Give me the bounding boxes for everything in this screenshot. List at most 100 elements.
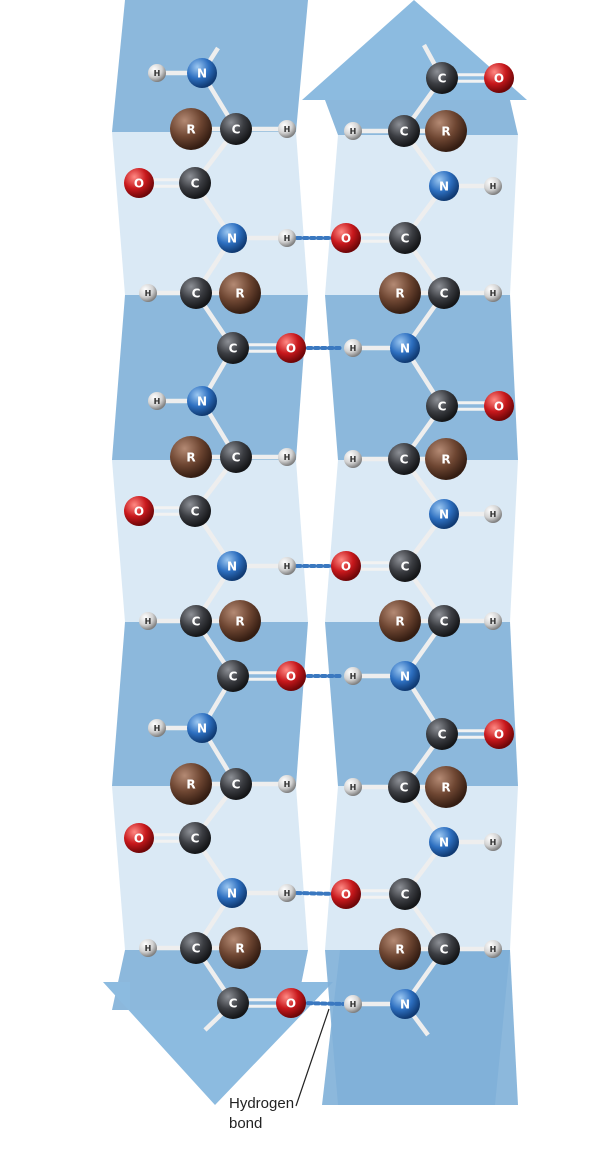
hydrogen-atom: H (484, 833, 502, 851)
carbon-atom-label: C (191, 177, 200, 191)
nitrogen-atom: N (429, 827, 459, 857)
carbon-atom-label: C (440, 943, 449, 957)
carbon-atom-sphere (179, 167, 211, 199)
oxygen-atom-sphere (484, 391, 514, 421)
oxygen-atom-sphere (331, 551, 361, 581)
hydrogen-atom-label: H (145, 289, 152, 298)
carbon-atom: C (180, 932, 212, 964)
oxygen-atom: O (276, 988, 306, 1018)
nitrogen-atom-sphere (429, 827, 459, 857)
carbon-atom-sphere (220, 113, 252, 145)
left-strand-arrowhead (103, 982, 333, 1105)
oxygen-atom-label: O (134, 832, 144, 846)
r-group-atom-label: R (186, 123, 195, 137)
oxygen-atom-label: O (134, 177, 144, 191)
hydrogen-bonds (295, 236, 345, 1006)
hydrogen-atom-sphere (148, 64, 166, 82)
carbon-atom: C (217, 987, 249, 1019)
carbon-atom-label: C (401, 232, 410, 246)
carbon-atom-label: C (440, 615, 449, 629)
carbon-atom-sphere (428, 933, 460, 965)
oxygen-atom-sphere (124, 168, 154, 198)
hydrogen-atom: H (344, 450, 362, 468)
hydrogen-atom-sphere (344, 995, 362, 1013)
hydrogen-atom-sphere (344, 778, 362, 796)
carbon-atom-label: C (229, 342, 238, 356)
hydrogen-atom: H (484, 940, 502, 958)
hydrogen-atom-label: H (350, 127, 357, 136)
hydrogen-atom: H (148, 392, 166, 410)
left-strand-segment (112, 295, 308, 460)
carbon-atom-label: C (192, 287, 201, 301)
hydrogen-atom: H (344, 995, 362, 1013)
hydrogen-atom: H (139, 284, 157, 302)
hydrogen-atom-label: H (350, 455, 357, 464)
right-strand-tail (322, 950, 510, 1105)
nitrogen-atom: N (429, 499, 459, 529)
left-strand-segment (112, 950, 308, 1010)
hydrogen-atom: H (278, 448, 296, 466)
hydrogen-atom-label: H (350, 672, 357, 681)
hydrogen-atom: H (139, 612, 157, 630)
hydrogen-atom-label: H (284, 453, 291, 462)
callout-leader-line (295, 1008, 330, 1107)
hydrogen-atom: H (148, 719, 166, 737)
hydrogen-atom-label: H (490, 510, 497, 519)
r-group-atom: R (170, 763, 212, 805)
left-strand-segment (112, 622, 308, 786)
r-group-atom-sphere (170, 108, 212, 150)
nitrogen-atom: N (217, 551, 247, 581)
nitrogen-atom-label: N (197, 67, 207, 81)
carbon-atom-sphere (388, 771, 420, 803)
hydrogen-atom: H (344, 667, 362, 685)
carbon-atom-label: C (232, 778, 241, 792)
oxygen-atom-label: O (494, 72, 504, 86)
carbon-atom-label: C (438, 728, 447, 742)
nitrogen-atom-sphere (217, 878, 247, 908)
callout-label-hydrogen: Hydrogen (229, 1095, 294, 1112)
carbon-atom-label: C (229, 997, 238, 1011)
hydrogen-atom: H (278, 229, 296, 247)
r-group-atom-label: R (235, 942, 244, 956)
oxygen-atom-sphere (276, 988, 306, 1018)
oxygen-atom: O (124, 168, 154, 198)
callout-label-bond: bond (229, 1115, 262, 1132)
carbon-atom: C (426, 62, 458, 94)
hydrogen-atom-label: H (154, 69, 161, 78)
oxygen-atom-label: O (494, 400, 504, 414)
nitrogen-atom: N (187, 58, 217, 88)
carbon-atom: C (389, 222, 421, 254)
r-group-atom-sphere (379, 272, 421, 314)
hydrogen-atom-label: H (145, 617, 152, 626)
hydrogen-atom: H (484, 284, 502, 302)
carbon-atom-label: C (191, 832, 200, 846)
oxygen-atom-label: O (341, 888, 351, 902)
nitrogen-atom: N (429, 171, 459, 201)
r-group-atom-sphere (425, 766, 467, 808)
carbon-atom-sphere (388, 115, 420, 147)
r-group-atom-sphere (219, 927, 261, 969)
hydrogen-atom-sphere (484, 284, 502, 302)
hydrogen-atom: H (344, 122, 362, 140)
r-group-atom: R (425, 438, 467, 480)
strand-ribbons (103, 0, 527, 1105)
hydrogen-atom-label: H (284, 234, 291, 243)
carbon-atom-sphere (220, 441, 252, 473)
hydrogen-atom: H (278, 884, 296, 902)
carbon-atom-sphere (217, 660, 249, 692)
carbon-atom-sphere (426, 62, 458, 94)
hydrogen-atom: H (344, 339, 362, 357)
nitrogen-atom-label: N (439, 836, 449, 850)
carbon-atom: C (388, 771, 420, 803)
hydrogen-atom-sphere (278, 229, 296, 247)
carbon-atom-label: C (400, 453, 409, 467)
carbon-atom: C (179, 167, 211, 199)
nitrogen-atom: N (390, 661, 420, 691)
r-group-atom-label: R (235, 615, 244, 629)
carbon-atom-label: C (191, 505, 200, 519)
hydrogen-atom: H (148, 64, 166, 82)
nitrogen-atom-sphere (187, 386, 217, 416)
nitrogen-atom-label: N (400, 342, 410, 356)
carbon-atom: C (220, 768, 252, 800)
